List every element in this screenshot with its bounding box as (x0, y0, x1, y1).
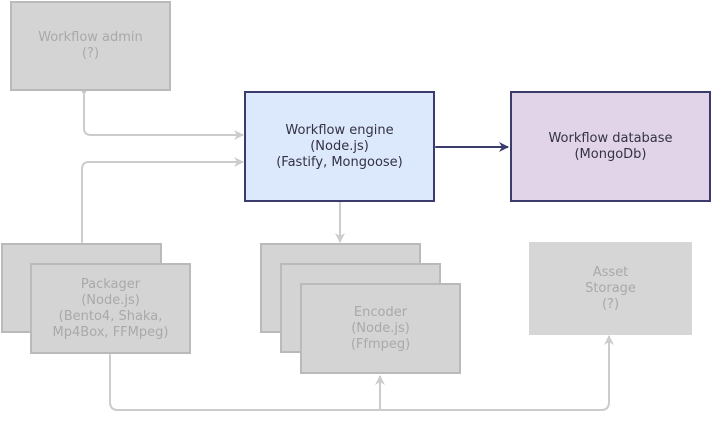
packager-box[interactable]: Packager (Node.js) (Bento4, Shaka, Mp4Bo… (30, 263, 191, 354)
workflow-database-tech: (MongoDb) (574, 146, 647, 162)
encoder-title: Encoder (353, 304, 408, 320)
asset-storage-line1: Asset (592, 264, 629, 280)
workflow-admin-subtitle: (?) (81, 46, 100, 61)
workflow-admin-box[interactable]: Workflow admin (?) (10, 1, 171, 91)
workflow-engine-title: Workflow engine (285, 122, 394, 138)
workflow-admin-title: Workflow admin (38, 30, 143, 45)
asset-storage-subtitle: (?) (601, 296, 620, 312)
encoder-tools: (Ffmpeg) (350, 336, 411, 352)
admin-engine-connector (79, 86, 244, 140)
workflow-engine-box[interactable]: Workflow engine (Node.js) (Fastify, Mong… (244, 91, 435, 202)
workflow-database-box[interactable]: Workflow database (MongoDb) (510, 91, 711, 202)
asset-storage-box[interactable]: Asset Storage (?) (529, 242, 692, 335)
packager-runtime: (Node.js) (81, 292, 140, 308)
encoder-runtime: (Node.js) (351, 320, 410, 336)
storage-bus-connector (105, 335, 614, 411)
packager-title: Packager (80, 276, 141, 292)
workflow-database-title: Workflow database (548, 130, 673, 146)
packager-tools-line2: Mp4Box, FFMpeg) (52, 324, 169, 340)
workflow-engine-libs: (Fastify, Mongoose) (276, 154, 403, 170)
asset-storage-line2: Storage (585, 280, 636, 296)
packager-engine-connector (77, 157, 244, 251)
packager-tools-line1: (Bento4, Shaka, (58, 308, 163, 324)
workflow-engine-runtime: (Node.js) (310, 138, 369, 154)
encoder-box[interactable]: Encoder (Node.js) (Ffmpeg) (300, 283, 461, 374)
